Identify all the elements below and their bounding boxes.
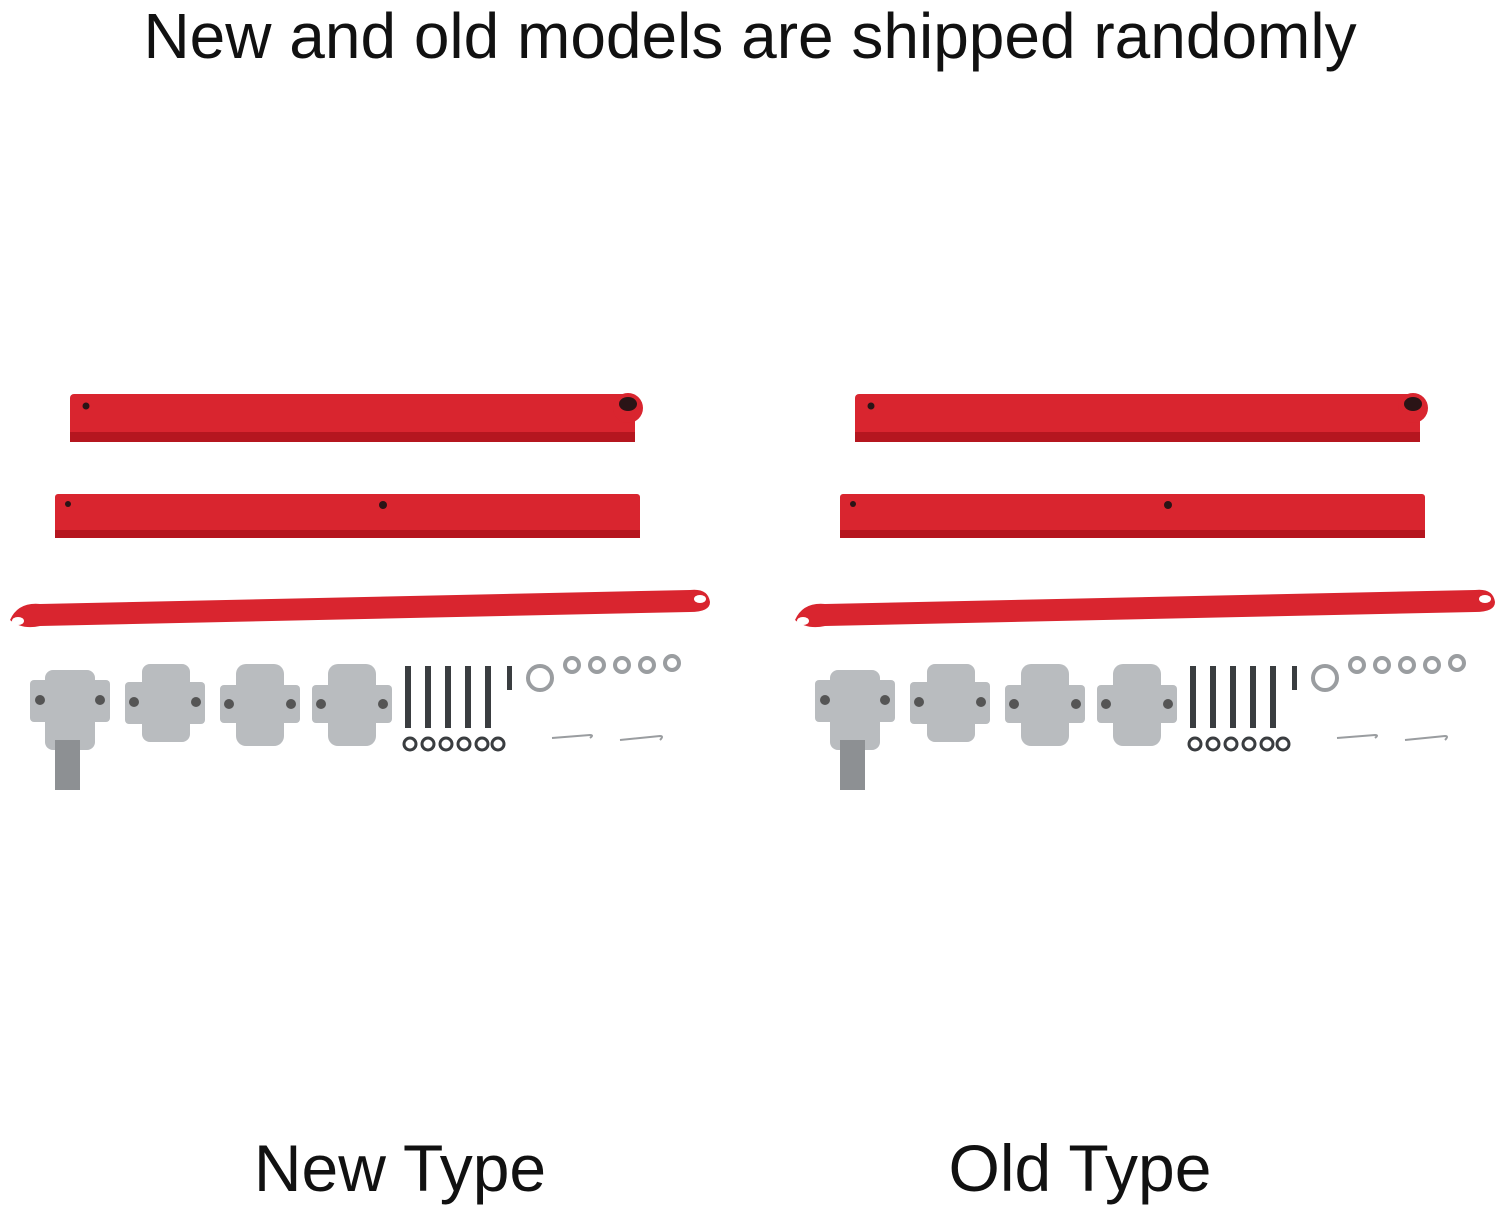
metal-clamp-1	[1005, 664, 1085, 746]
washers	[1311, 654, 1466, 692]
red-tube-middle	[840, 494, 1425, 538]
kit-illustration	[795, 393, 1495, 790]
metal-bracket-2	[910, 664, 990, 742]
old-type-label: Old Type	[948, 1131, 1212, 1205]
metal-bracket-1	[30, 670, 110, 790]
kit-illustration	[10, 393, 710, 790]
bolts	[405, 666, 512, 728]
nuts	[402, 736, 506, 752]
cotter-pins	[1336, 733, 1448, 741]
metal-clamp-2	[1097, 664, 1177, 746]
red-flat-bar	[795, 589, 1495, 628]
washers	[526, 654, 681, 692]
nuts	[1187, 736, 1291, 752]
new-type-kit	[0, 380, 720, 810]
old-type-kit	[785, 380, 1500, 810]
headline: New and old models are shipped randomly	[143, 0, 1357, 72]
red-flat-bar	[10, 589, 710, 628]
red-tube-middle	[55, 494, 640, 538]
metal-bracket-1	[815, 670, 895, 790]
red-tube-top	[70, 393, 643, 442]
new-type-label: New Type	[253, 1131, 547, 1205]
red-tube-top	[855, 393, 1428, 442]
metal-bracket-2	[125, 664, 205, 742]
bolts	[1190, 666, 1297, 728]
cotter-pins	[551, 733, 663, 741]
metal-clamp-1	[220, 664, 300, 746]
metal-clamp-2	[312, 664, 392, 746]
